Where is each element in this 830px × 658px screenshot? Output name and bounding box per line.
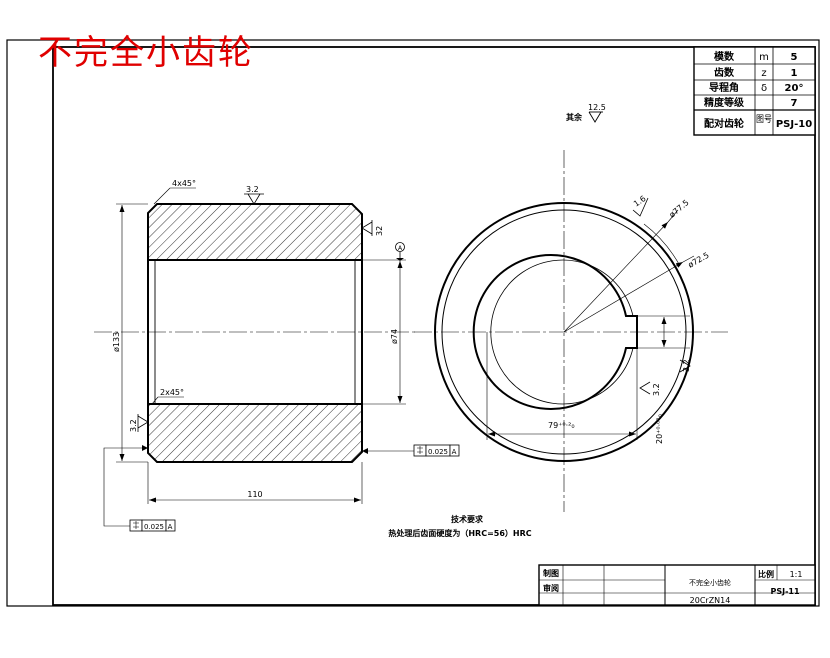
title-block: 制图 审阅 不完全小齿轮 20CrZN14 比例 1:1 PSJ-11 [538,564,816,606]
tech-req-line: 热处理后齿面硬度为（HRC=56）HRC [388,528,531,538]
surface-note-value: 12.5 [588,103,606,112]
drawing-number: PSJ-11 [770,587,799,596]
draw-label: 制图 [543,568,559,578]
mating-value: PSJ-10 [776,119,812,130]
tolerance-datum: A [168,523,173,531]
mating-gear-label: 配对齿轮 [704,117,744,130]
inner-diameter-dim: ø74 [390,329,399,344]
param-symbol: δ [761,83,767,94]
scale-label: 比例 [758,569,774,579]
param-name: 齿数 [714,66,735,79]
datum-label: A [398,245,403,252]
roughness-left: 3.2 [129,419,138,432]
tolerance-value: 0.025 [428,448,448,456]
mating-symbol: 图号 [756,114,772,125]
outer-diameter-dim: ø133 [112,332,121,352]
chamfer-top-dim: 4x45° [172,179,196,188]
roughness-symbol-icon [588,111,602,123]
roughness-keyway: 3.2 [682,359,691,372]
keyway-width-dim: 20⁺⁰·⁰²₀ [655,414,664,444]
technical-requirements: 技术要求 热处理后齿面硬度为（HRC=56）HRC [388,514,531,538]
section-view: ø133 ø74 A 110 4x45° 2x45° 3.2 32 [94,179,460,532]
roughness-top: 3.2 [246,185,259,194]
diameter-77-dim: ø77.5 [668,198,691,219]
front-view: 79⁺⁰·²₀ 20⁺⁰·⁰²₀ 3.2 3.2 ø77.5 ø72.5 1.6 [414,150,728,512]
roughness-symbol-icon [679,359,691,373]
roughness-symbol-icon [247,193,261,205]
param-value: 7 [791,98,798,109]
param-name: 精度等级 [704,96,745,109]
length-dim: 110 [247,490,262,499]
roughness-small: 1.6 [632,194,648,209]
keyway-depth-dim: 79⁺⁰·²₀ [548,421,575,430]
param-name: 导程角 [709,81,739,94]
roughness-symbol-icon [632,197,649,217]
drawing-title: 不完全小齿轮 [38,33,254,73]
roughness-symbol-icon [361,221,373,235]
diameter-72-dim: ø72.5 [687,251,711,270]
roughness-symbol-icon [137,415,149,429]
roughness-keyway-2: 3.2 [652,383,661,396]
outer-border [6,39,820,607]
params-table: 模数 m 5 齿数 z 1 导程角 δ 20° 精度等级 7 配对齿轮 图号 P… [693,46,816,136]
part-name: 不完全小齿轮 [689,578,731,587]
scale-value: 1:1 [790,570,803,579]
material: 20CrZN14 [690,596,731,605]
param-name: 模数 [714,50,735,63]
runout-icon [417,446,423,454]
surface-note: 其余 12.5 [566,103,606,123]
param-symbol: z [761,68,766,79]
tech-req-title: 技术要求 [451,514,484,524]
datum-a-icon [395,242,405,252]
param-value: 1 [791,68,798,79]
runout-icon [133,521,139,529]
param-value: 20° [785,83,804,94]
inner-border [52,46,816,606]
chamfer-bottom-dim: 2x45° [160,388,184,397]
param-value: 5 [791,52,798,63]
roughness-right: 32 [375,226,384,236]
roughness-symbol-icon [639,381,651,395]
param-symbol: m [759,52,769,63]
tolerance-value: 0.025 [144,523,164,531]
surface-note-label: 其余 [566,112,583,122]
tolerance-datum: A [452,448,457,456]
check-label: 审阅 [543,583,559,593]
